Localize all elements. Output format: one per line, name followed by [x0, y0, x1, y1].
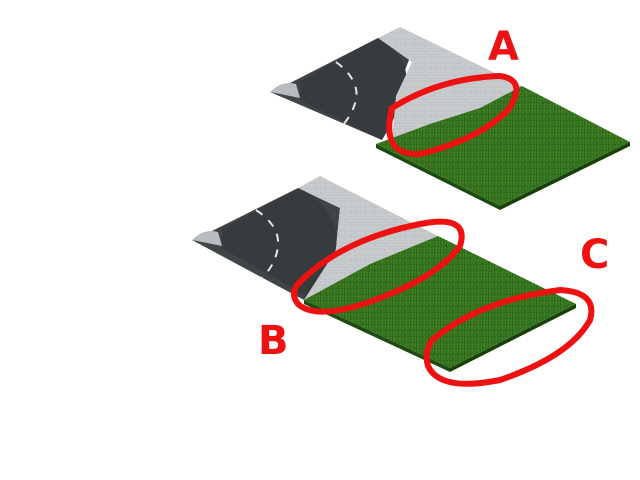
lane-marking [335, 61, 358, 129]
grass-edge [304, 300, 450, 372]
annotation-loop-c [423, 286, 595, 387]
tile-bottom [192, 176, 576, 372]
grass-edge [376, 144, 500, 210]
annotation-label-a: A [488, 24, 519, 70]
annotation-layer: A B C [258, 24, 609, 387]
curb-island [270, 83, 300, 98]
annotation-label-c: C [580, 232, 609, 278]
grass-edge-right [450, 304, 576, 372]
curb-island [192, 231, 222, 246]
road-curve-shade [222, 188, 337, 298]
grass-field [376, 86, 630, 206]
grass-edge-right [500, 142, 630, 210]
grass-field [304, 236, 576, 368]
road-curve-shade [300, 38, 407, 140]
annotation-label-b: B [258, 318, 289, 364]
lane-marking [255, 209, 280, 279]
annotation-loop-a [386, 72, 520, 158]
annotation-loop-b [291, 218, 465, 315]
